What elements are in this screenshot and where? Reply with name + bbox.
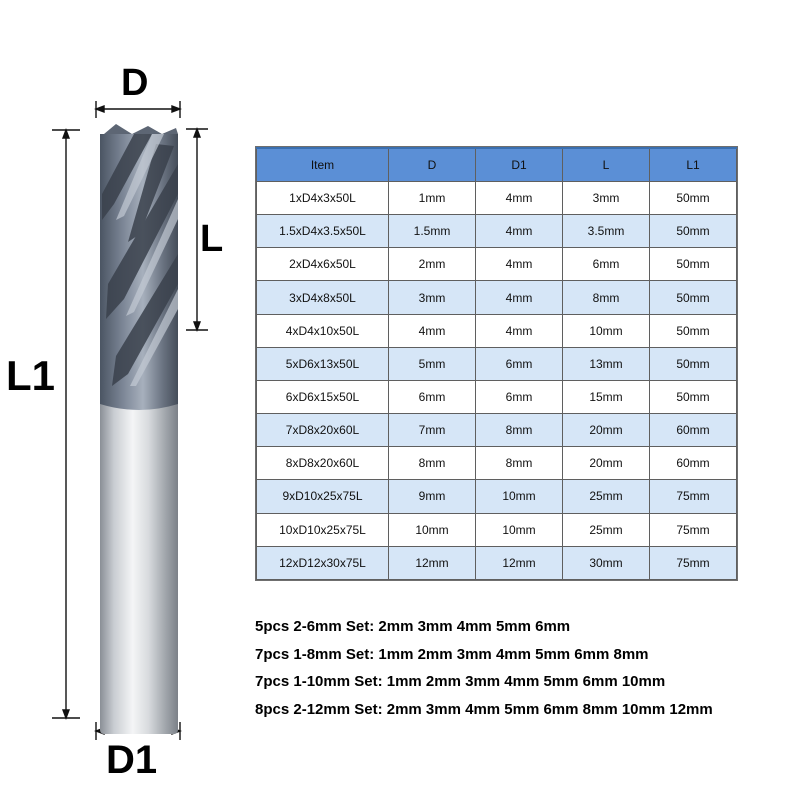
table-cell: 25mm <box>562 512 650 547</box>
table-cell: 4xD4x10x50L <box>256 313 389 348</box>
label-d: D <box>121 62 149 104</box>
table-cell: 3xD4x8x50L <box>256 280 389 315</box>
table-cell: 12xD12x30x75L <box>256 545 389 581</box>
table-cell: 8xD8x20x60L <box>256 446 389 481</box>
table-cell: 1xD4x3x50L <box>256 180 389 216</box>
table-cell: 3mm <box>562 180 650 216</box>
table-cell: 4mm <box>475 180 563 216</box>
table-cell: 3mm <box>388 280 476 315</box>
table-cell: 50mm <box>649 180 737 216</box>
table-cell: 4mm <box>475 313 563 348</box>
table-cell: 6mm <box>562 247 650 282</box>
table-cell: 9mm <box>388 479 476 514</box>
table-cell: 20mm <box>562 446 650 481</box>
set-list: 5pcs 2-6mm Set: 2mm 3mm 4mm 5mm 6mm 7pcs… <box>255 617 800 727</box>
table-cell: 5mm <box>388 346 476 381</box>
table-cell: 50mm <box>649 313 737 348</box>
table-cell: 8mm <box>562 280 650 315</box>
header-d1: D1 <box>475 147 563 182</box>
label-d1: D1 <box>106 738 158 782</box>
table-cell: 4mm <box>388 313 476 348</box>
table-cell: 60mm <box>649 413 737 448</box>
table-cell: 50mm <box>649 214 737 249</box>
table-cell: 75mm <box>649 512 737 547</box>
label-l: L <box>200 218 224 260</box>
table-cell: 6xD6x15x50L <box>256 379 389 415</box>
table-cell: 4mm <box>475 280 563 315</box>
table-cell: 3.5mm <box>562 214 650 249</box>
table-cell: 60mm <box>649 446 737 481</box>
table-cell: 1.5mm <box>388 214 476 249</box>
table-cell: 4mm <box>475 247 563 282</box>
table-cell: 10mm <box>388 512 476 547</box>
table-cell: 9xD10x25x75L <box>256 479 389 514</box>
table-cell: 50mm <box>649 247 737 282</box>
table-cell: 2xD4x6x50L <box>256 247 389 282</box>
table-cell: 10mm <box>475 512 563 547</box>
table-cell: 2mm <box>388 247 476 282</box>
label-l1: L1 <box>6 352 56 399</box>
table-cell: 50mm <box>649 379 737 415</box>
table-cell: 1.5xD4x3.5x50L <box>256 214 389 249</box>
table-cell: 5xD6x13x50L <box>256 346 389 381</box>
table-cell: 8mm <box>388 446 476 481</box>
table-cell: 75mm <box>649 545 737 581</box>
table-cell: 25mm <box>562 479 650 514</box>
table-cell: 6mm <box>475 346 563 381</box>
table-cell: 50mm <box>649 346 737 381</box>
table-cell: 8mm <box>475 446 563 481</box>
table-cell: 75mm <box>649 479 737 514</box>
table-cell: 12mm <box>388 545 476 581</box>
table-cell: 10xD10x25x75L <box>256 512 389 547</box>
table-cell: 10mm <box>562 313 650 348</box>
table-cell: 20mm <box>562 413 650 448</box>
table-cell: 30mm <box>562 545 650 581</box>
set-line: 7pcs 1-10mm Set: 1mm 2mm 3mm 4mm 5mm 6mm… <box>255 673 666 690</box>
end-mill-illustration <box>100 124 178 734</box>
table-cell: 15mm <box>562 379 650 415</box>
table-cell: 7xD8x20x60L <box>256 413 389 448</box>
table-cell: 6mm <box>475 379 563 415</box>
table-header-row: Item D D1 L L1 <box>256 147 737 182</box>
table-cell: 8mm <box>475 413 563 448</box>
set-line: 8pcs 2-12mm Set: 2mm 3mm 4mm 5mm 6mm 8mm… <box>255 700 713 718</box>
header-item: Item <box>256 147 389 182</box>
table-cell: 10mm <box>475 479 563 514</box>
set-line: 7pcs 1-8mm Set: 1mm 2mm 3mm 4mm 5mm 6mm … <box>255 645 649 663</box>
end-mill-diagram: D L L1 D1 <box>0 0 240 800</box>
header-l: L <box>562 147 650 182</box>
table-cell: 12mm <box>475 545 563 581</box>
table-cell: 50mm <box>649 280 737 315</box>
table-cell: 7mm <box>388 413 476 448</box>
header-d: D <box>388 147 476 182</box>
header-l1: L1 <box>649 147 737 182</box>
table-cell: 13mm <box>562 346 650 381</box>
set-line: 5pcs 2-6mm Set: 2mm 3mm 4mm 5mm 6mm <box>255 618 571 635</box>
table-cell: 4mm <box>475 214 563 249</box>
table-cell: 6mm <box>388 379 476 415</box>
table-cell: 1mm <box>388 180 476 216</box>
